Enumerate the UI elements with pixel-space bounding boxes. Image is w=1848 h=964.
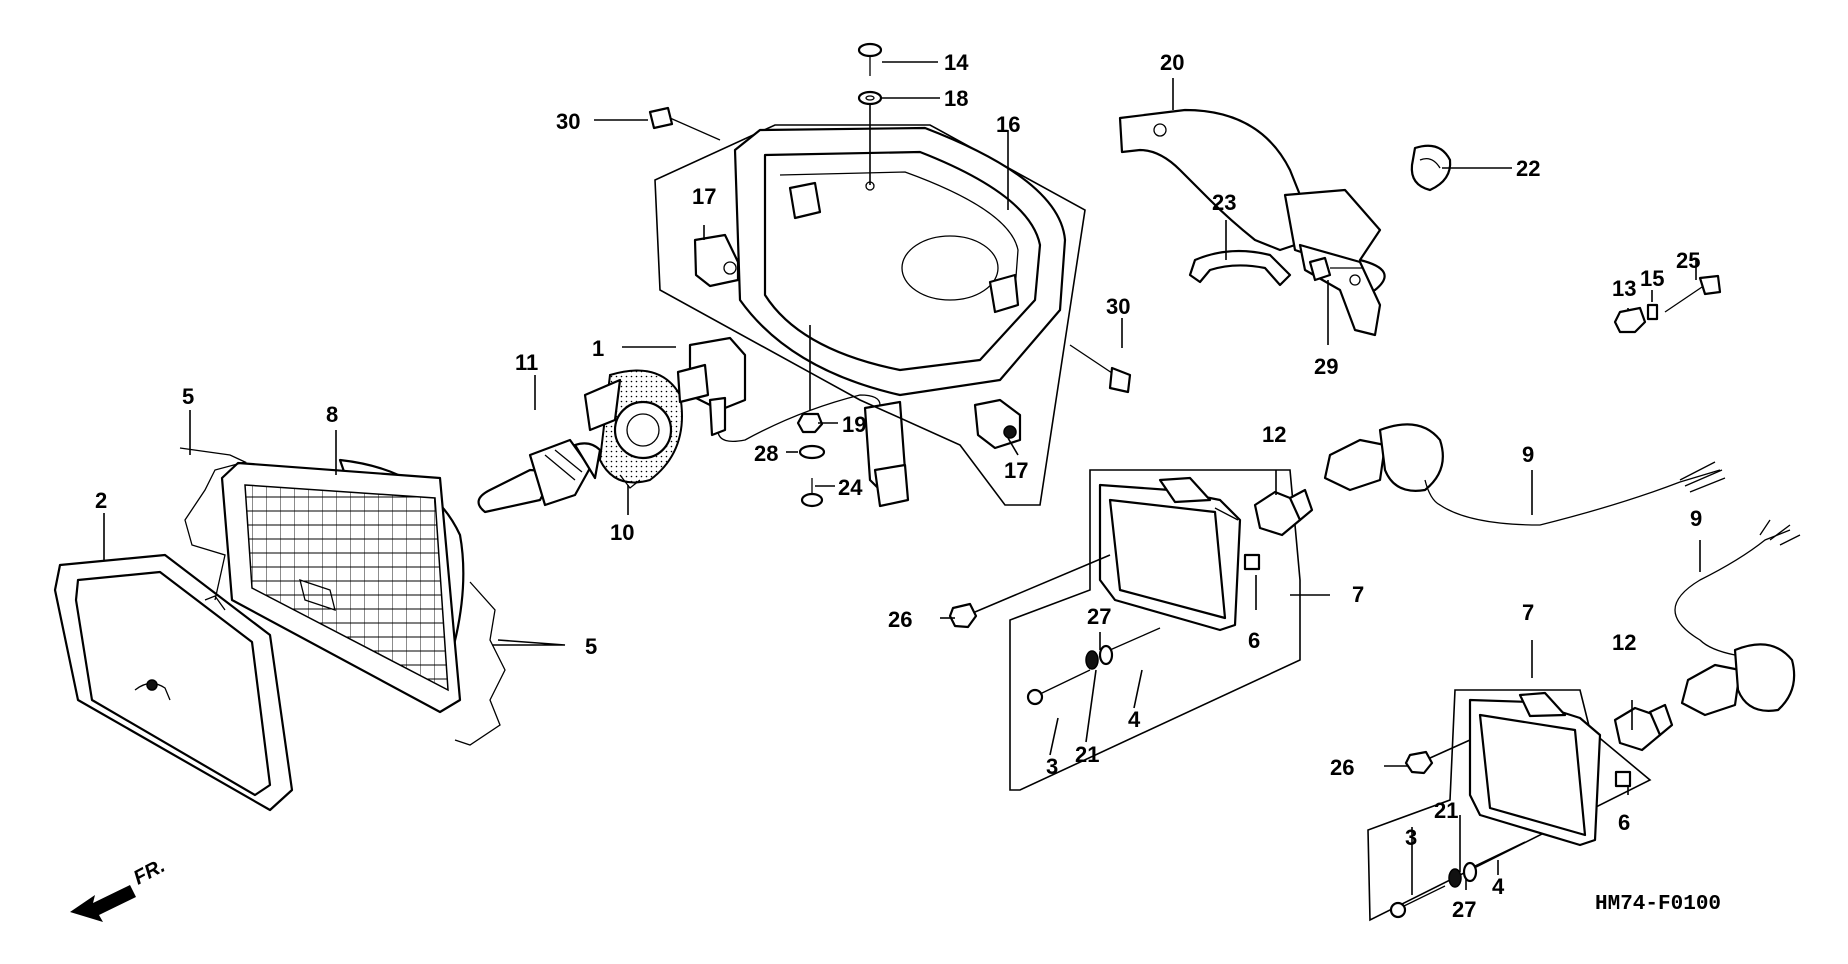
front-direction-arrow: FR.	[70, 855, 169, 922]
callout-14: 14	[944, 50, 969, 75]
case-grommet-lower	[973, 398, 1022, 450]
callout-3: 3	[1405, 825, 1417, 850]
callout-30: 30	[1106, 294, 1130, 319]
case-grommet-upper	[693, 233, 740, 288]
callout-9: 9	[1522, 442, 1534, 467]
callout-25: 25	[1676, 248, 1700, 273]
callout-21: 21	[1075, 742, 1099, 767]
adjust-screw-lower	[1389, 841, 1526, 919]
auxiliary-light-upper-group	[1009, 469, 1301, 791]
bolt-30-upper	[648, 106, 721, 141]
cable-holder	[1410, 144, 1452, 192]
callout-23: 23	[1212, 190, 1236, 215]
callout-5: 5	[182, 384, 194, 409]
mounting-spring-lower	[454, 581, 506, 746]
nut-19	[796, 412, 824, 434]
callout-30: 30	[556, 109, 580, 134]
callout-3: 3	[1046, 754, 1058, 779]
grommet-6-upper	[1243, 553, 1261, 571]
mounting-spring-upper	[179, 447, 247, 601]
callout-27: 27	[1087, 604, 1111, 629]
callout-8: 8	[326, 402, 338, 427]
washer-18	[857, 90, 883, 106]
callout-6: 6	[1618, 810, 1630, 835]
washer-15	[1646, 303, 1659, 321]
callout-17: 17	[692, 184, 716, 209]
grommet-6-lower	[1614, 770, 1632, 788]
headlight-bulb	[477, 438, 602, 514]
auxiliary-light-lower-group	[1367, 689, 1652, 922]
callout-12: 12	[1612, 630, 1636, 655]
callout-28: 28	[754, 441, 778, 466]
callout-1: 1	[592, 336, 604, 361]
nut-26-upper	[948, 554, 1111, 629]
screw-14	[857, 42, 883, 76]
callout-18: 18	[944, 86, 968, 111]
bolt-30-lower	[1069, 344, 1132, 394]
callout-7: 7	[1522, 600, 1534, 625]
bulb-12-lower	[1613, 703, 1674, 752]
bulb-socket-cover	[583, 369, 683, 489]
callout-4: 4	[1128, 707, 1141, 732]
washer-28	[798, 444, 826, 460]
callout-22: 22	[1516, 156, 1540, 181]
front-label: FR.	[130, 855, 169, 890]
bolt-25	[1664, 274, 1722, 313]
socket-9-lower	[1674, 519, 1801, 717]
callout-19: 19	[842, 412, 866, 437]
callout-20: 20	[1160, 50, 1184, 75]
callout-10: 10	[610, 520, 634, 545]
callout-7: 7	[1352, 582, 1364, 607]
callout-26: 26	[888, 607, 912, 632]
relay-connector	[676, 336, 910, 508]
nut-26-lower	[1404, 739, 1471, 775]
nut-13	[1613, 306, 1647, 334]
callout-5: 5	[585, 634, 597, 659]
callout-26: 26	[1330, 755, 1354, 780]
callout-27: 27	[1452, 897, 1476, 922]
callout-11: 11	[515, 350, 538, 375]
adjust-screw-upper	[1026, 627, 1161, 706]
callout-6: 6	[1248, 628, 1260, 653]
callout-29: 29	[1314, 354, 1338, 379]
callout-16: 16	[996, 112, 1020, 137]
callout-2: 2	[95, 488, 107, 513]
callout-4: 4	[1492, 874, 1505, 899]
bolt-29	[1308, 256, 1362, 282]
callout-labels: 1 2 3 3 4 4 5 5 6 6 7 7 8 9 9 10 11 12 1…	[95, 50, 1702, 922]
callout-12: 12	[1262, 422, 1286, 447]
headlight-bracket	[1118, 108, 1386, 337]
callout-17: 17	[1004, 458, 1028, 483]
callout-24: 24	[838, 475, 863, 500]
headlight-unit	[220, 458, 465, 714]
band-clamp	[1188, 249, 1292, 287]
callout-15: 15	[1640, 266, 1664, 291]
callout-21: 21	[1434, 798, 1458, 823]
bulb-12-upper	[1253, 488, 1314, 537]
headlight-rim	[53, 553, 294, 812]
bolt-24	[800, 478, 824, 508]
headlight-case-group	[654, 124, 1086, 506]
callout-13: 13	[1612, 276, 1636, 301]
diagram-code: HM74-F0100	[1595, 893, 1721, 916]
socket-9-upper	[1323, 423, 1726, 526]
callout-leaders	[103, 61, 1701, 895]
callout-9: 9	[1690, 506, 1702, 531]
